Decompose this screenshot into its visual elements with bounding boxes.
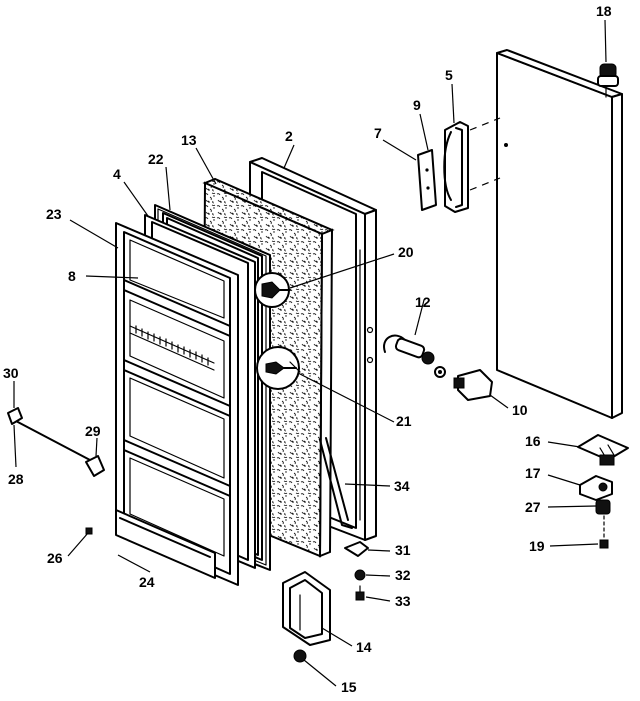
callout-33: 33 [395, 593, 411, 609]
bottom-trim [115, 509, 216, 579]
callout-5: 5 [445, 67, 453, 83]
inner-door-liner [115, 222, 239, 586]
callout-10: 10 [512, 402, 528, 418]
door-handle-part [443, 117, 501, 213]
hinge-bushing-part [595, 499, 611, 515]
hinge-screw-part [599, 515, 609, 549]
callout-19: 19 [529, 538, 545, 554]
shelf-rack [129, 325, 215, 371]
drain-tube-part [319, 437, 353, 529]
callout-26: 26 [47, 550, 63, 566]
callout-20: 20 [398, 244, 414, 260]
callout-22: 22 [148, 151, 164, 167]
callout-9: 9 [413, 97, 421, 113]
clip-part [344, 541, 369, 557]
callout-17: 17 [525, 465, 541, 481]
callout-30: 30 [3, 365, 19, 381]
lock-cover-part [282, 571, 331, 646]
handle-bracket-part [417, 149, 437, 211]
outer-door-panel [496, 49, 623, 419]
screw-detail-21 [256, 346, 301, 390]
callout-27: 27 [525, 499, 541, 515]
callout-28: 28 [8, 471, 24, 487]
screw-part-33 [355, 585, 365, 601]
callout-2: 2 [285, 128, 293, 144]
callout-4: 4 [113, 166, 121, 182]
door-top-plug-part [597, 63, 619, 98]
lock-rod-part [7, 407, 105, 477]
screw-part-26 [85, 527, 93, 535]
washer-part [434, 366, 446, 378]
callout-18: 18 [596, 3, 612, 19]
callout-34: 34 [394, 478, 410, 494]
callout-31: 31 [395, 542, 411, 558]
cap-part [293, 649, 307, 663]
callout-23: 23 [46, 206, 62, 222]
callout-16: 16 [525, 433, 541, 449]
callout-21: 21 [396, 413, 412, 429]
callout-14: 14 [356, 639, 372, 655]
cam-part [453, 369, 493, 401]
callout-labels: 18 5 9 7 2 13 22 4 23 8 20 12 21 10 16 1… [3, 3, 612, 695]
screw-detail-20 [254, 272, 291, 308]
callout-7: 7 [374, 125, 382, 141]
callout-32: 32 [395, 567, 411, 583]
callout-13: 13 [181, 132, 197, 148]
hinge-bracket-part [579, 475, 613, 501]
callout-29: 29 [85, 423, 101, 439]
callout-15: 15 [341, 679, 357, 695]
leader-lines [13, 19, 607, 687]
hinge-plate-part [577, 434, 629, 466]
washer-part-32 [354, 569, 366, 581]
callout-24: 24 [139, 574, 155, 590]
hinge-pin-part [383, 334, 435, 365]
callout-12: 12 [415, 294, 431, 310]
callout-8: 8 [68, 268, 76, 284]
